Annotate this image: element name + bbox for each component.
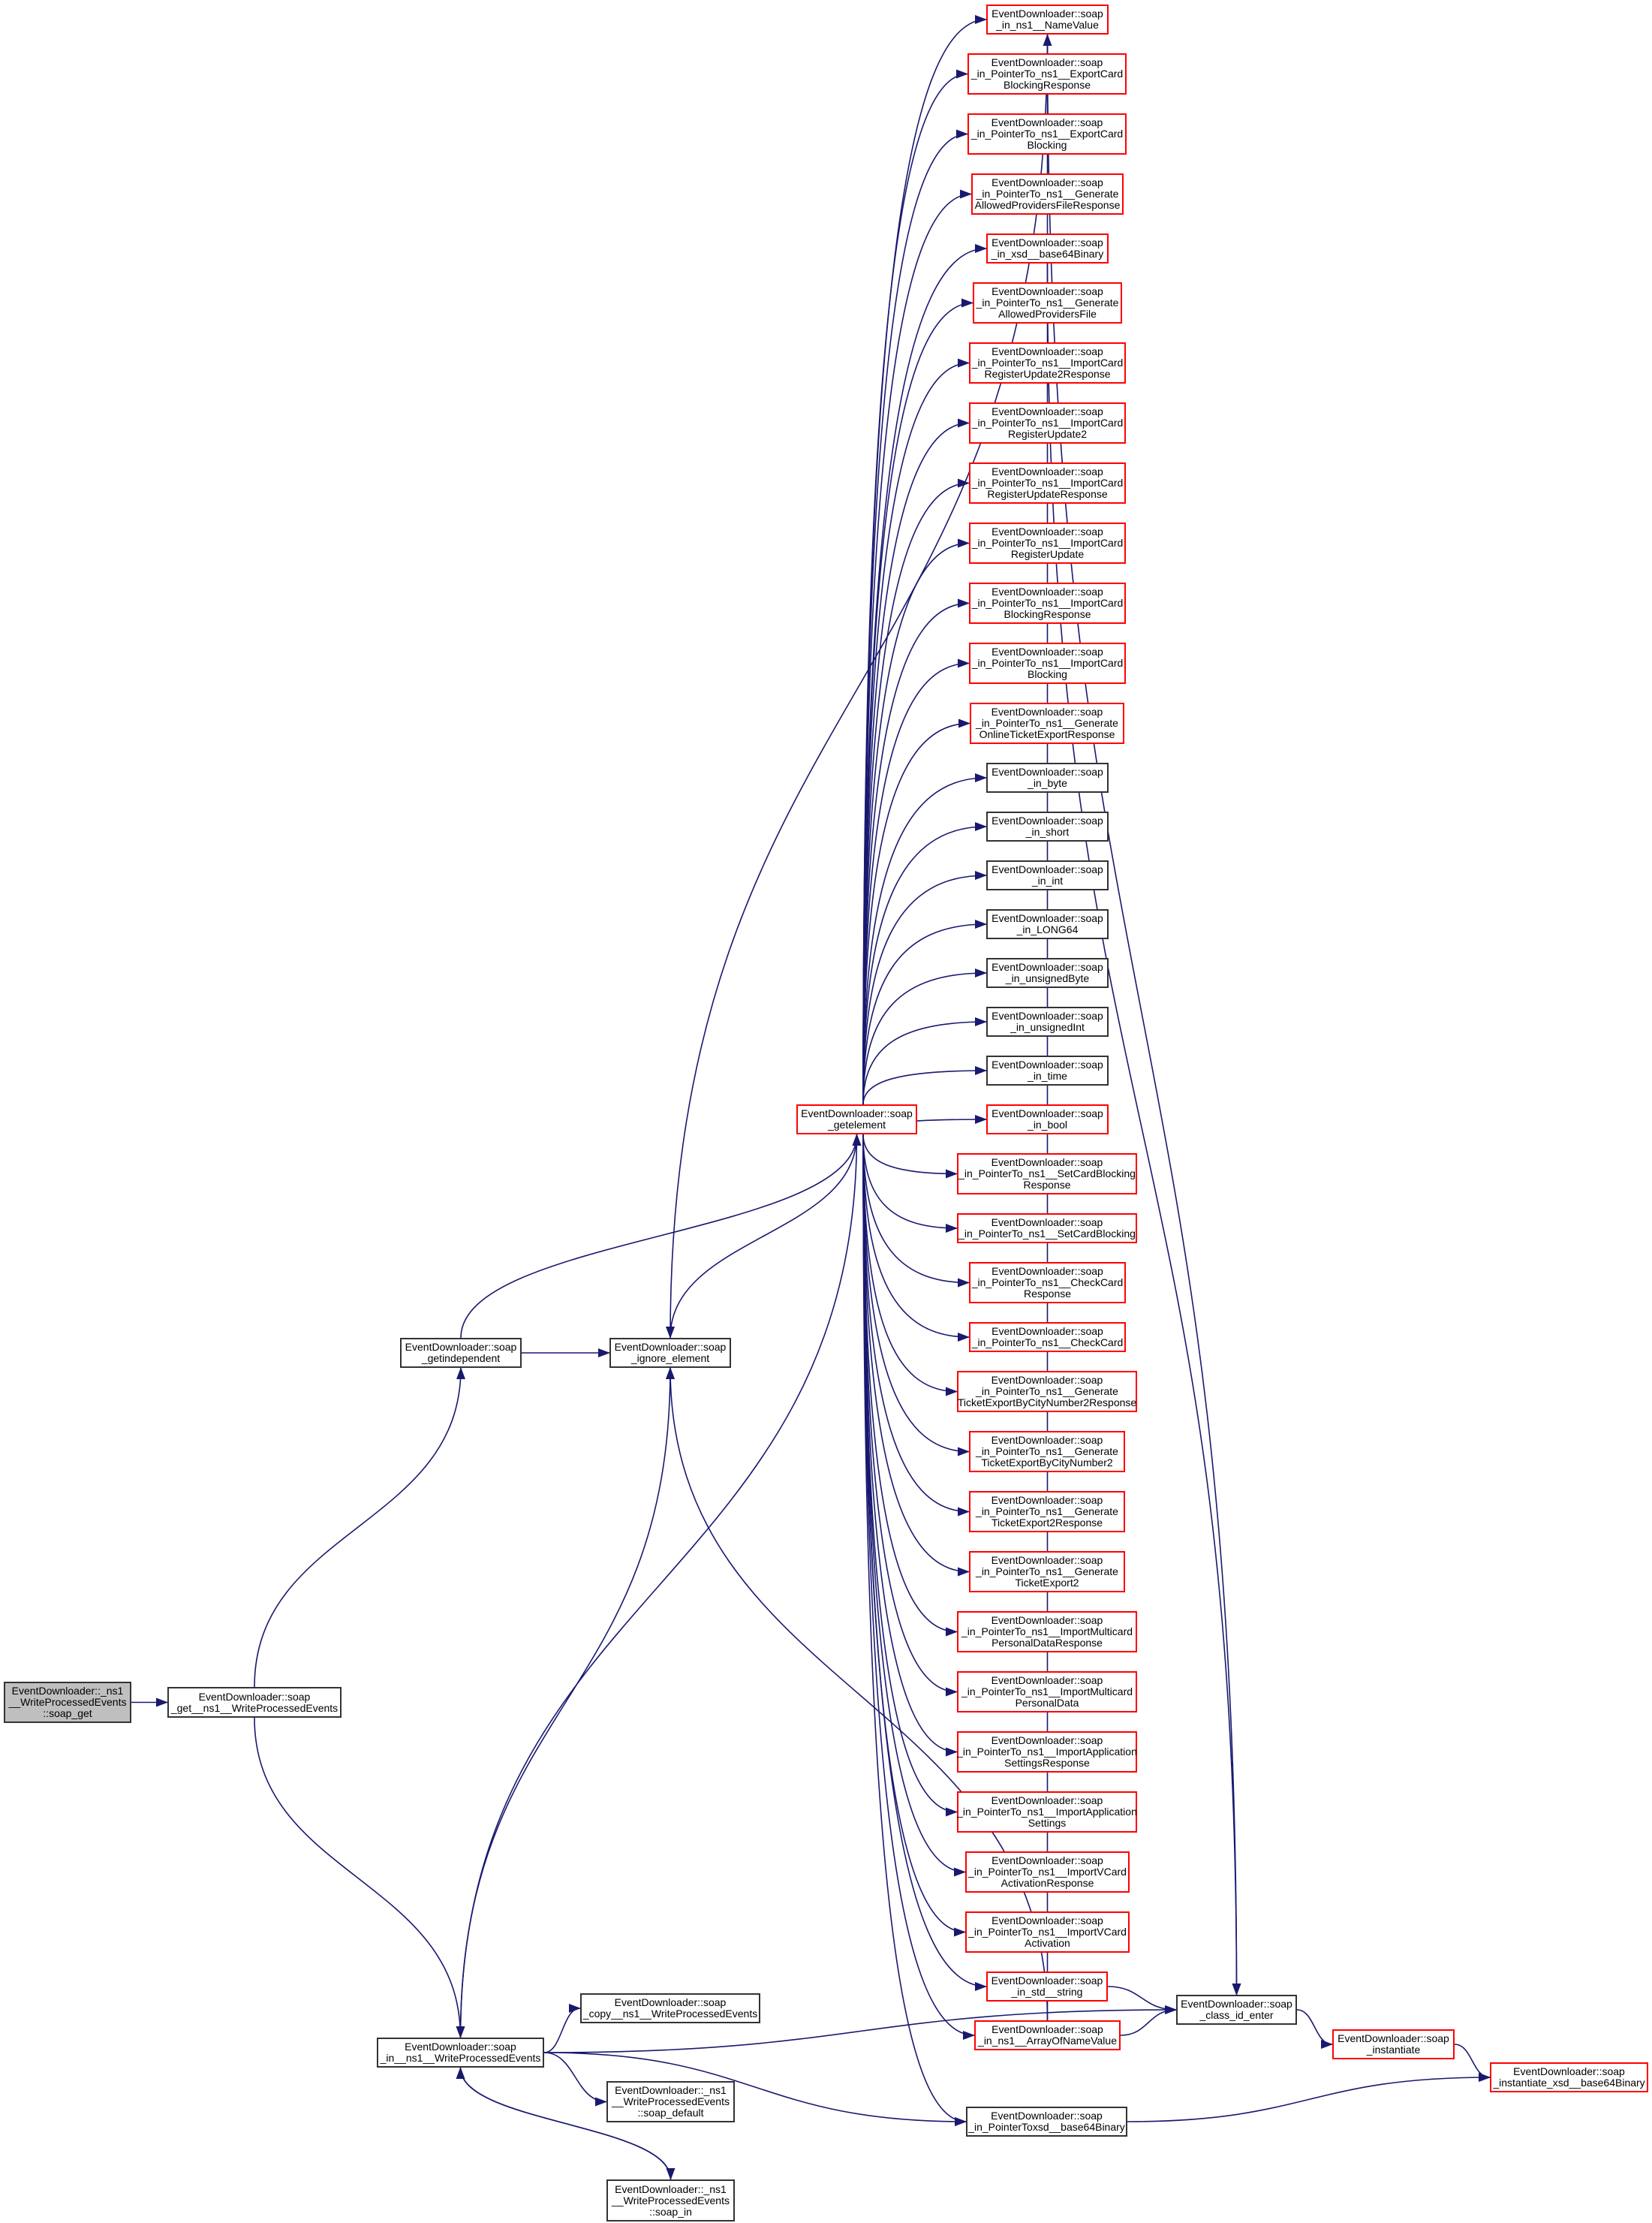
node-default[interactable]: EventDownloader::_ns1 __WriteProcessedEv… [606, 2081, 735, 2122]
node-r36[interactable]: EventDownloader::soap _in_ns1__ArrayOfNa… [974, 2020, 1121, 2050]
node-r1[interactable]: EventDownloader::soap _in_PointerTo_ns1_… [967, 53, 1127, 95]
node-r32[interactable]: EventDownloader::soap _in_PointerTo_ns1_… [957, 1791, 1137, 1833]
edge-getelement-to-r13 [862, 773, 987, 1105]
node-r15[interactable]: EventDownloader::soap _in_int [986, 860, 1109, 890]
node-r7[interactable]: EventDownloader::soap _in_PointerTo_ns1_… [969, 402, 1126, 444]
edge-getelement-to-r15 [862, 871, 987, 1105]
node-r20[interactable]: EventDownloader::soap _in_bool [986, 1104, 1109, 1134]
edge-getelement-to-r26 [862, 1134, 970, 1456]
node-getelement[interactable]: EventDownloader::soap _getelement [796, 1104, 917, 1134]
node-inwpe[interactable]: EventDownloader::soap _in__ns1__WritePro… [377, 2038, 544, 2068]
node-r17[interactable]: EventDownloader::soap _in_unsignedByte [986, 958, 1109, 988]
node-soapin[interactable]: EventDownloader::_ns1 __WriteProcessedEv… [606, 2179, 735, 2221]
node-r18[interactable]: EventDownloader::soap _in_unsignedInt [986, 1007, 1109, 1037]
edge-getelement-to-r34 [862, 1134, 966, 1937]
node-get[interactable]: EventDownloader::soap _get__ns1__WritePr… [167, 1687, 342, 1718]
node-r34[interactable]: EventDownloader::soap _in_PointerTo_ns1_… [965, 1911, 1130, 1953]
node-r23[interactable]: EventDownloader::soap _in_PointerTo_ns1_… [969, 1262, 1126, 1303]
node-r30[interactable]: EventDownloader::soap _in_PointerTo_ns1_… [957, 1671, 1137, 1712]
node-r28[interactable]: EventDownloader::soap _in_PointerTo_ns1_… [969, 1551, 1125, 1592]
edge-r36-to-classid [1120, 2005, 1177, 2036]
node-r33[interactable]: EventDownloader::soap _in_PointerTo_ns1_… [965, 1851, 1130, 1893]
edge-getelement-to-r10 [862, 598, 970, 1105]
node-r8[interactable]: EventDownloader::soap _in_PointerTo_ns1_… [969, 462, 1126, 504]
edge-get-to-getindep [254, 1367, 465, 1688]
node-instantiate[interactable]: EventDownloader::soap _instantiate [1332, 2029, 1455, 2059]
node-getindep[interactable]: EventDownloader::soap _getindependent [400, 1338, 522, 1368]
node-r21[interactable]: EventDownloader::soap _in_PointerTo_ns1_… [957, 1153, 1137, 1194]
node-r16[interactable]: EventDownloader::soap _in_LONG64 [986, 909, 1109, 939]
edge-getelement-to-r23 [862, 1134, 970, 1288]
edge-get-to-inwpe [254, 1717, 465, 2038]
edge-getelement-to-r33 [862, 1134, 966, 1877]
node-r25[interactable]: EventDownloader::soap _in_PointerTo_ns1_… [957, 1371, 1137, 1412]
edge-getelement-to-r18 [862, 1017, 987, 1105]
edge-getelement-to-r28 [862, 1134, 970, 1577]
edge-getelement-to-r7 [862, 418, 970, 1105]
edge-ptrb64-to-instb64 [1127, 2073, 1491, 2122]
edge-getelement-to-r22 [862, 1134, 958, 1233]
edge-getelement-to-ptrb64 [862, 1134, 967, 2126]
node-instb64[interactable]: EventDownloader::soap _instantiate_xsd__… [1490, 2062, 1648, 2092]
node-copy[interactable]: EventDownloader::soap _copy__ns1__WriteP… [580, 1993, 760, 2023]
edge-inwpe-to-copy [543, 2004, 581, 2053]
edge-getelement-to-r17 [862, 968, 987, 1105]
edge-getelement-to-r16 [862, 920, 987, 1105]
edge-r36-to-ignore [666, 1367, 1049, 2021]
edge-getelement-to-r14 [862, 822, 987, 1105]
node-r9[interactable]: EventDownloader::soap _in_PointerTo_ns1_… [969, 523, 1126, 564]
node-ptrb64[interactable]: EventDownloader::soap _in_PointerToxsd__… [966, 2107, 1127, 2137]
node-ignore[interactable]: EventDownloader::soap _ignore_element [609, 1338, 731, 1368]
node-r11[interactable]: EventDownloader::soap _in_PointerTo_ns1_… [969, 643, 1126, 684]
node-r14[interactable]: EventDownloader::soap _in_short [986, 812, 1109, 842]
edge-getelement-to-r9 [862, 538, 970, 1105]
node-r3[interactable]: EventDownloader::soap _in_PointerTo_ns1_… [971, 173, 1124, 215]
edge-getelement-to-r12 [862, 718, 970, 1105]
node-r26[interactable]: EventDownloader::soap _in_PointerTo_ns1_… [969, 1431, 1125, 1472]
edge-soapin-to-inwpe [456, 2067, 672, 2180]
node-r13[interactable]: EventDownloader::soap _in_byte [986, 763, 1109, 793]
edge-inwpe-to-classid [543, 2005, 1177, 2053]
node-r2[interactable]: EventDownloader::soap _in_PointerTo_ns1_… [967, 113, 1127, 155]
edge-r35-to-classid [1107, 1986, 1177, 2014]
edge-getelement-to-r21 [862, 1134, 958, 1179]
node-r12[interactable]: EventDownloader::soap _in_PointerTo_ns1_… [970, 703, 1124, 744]
node-r29[interactable]: EventDownloader::soap _in_PointerTo_ns1_… [957, 1611, 1137, 1652]
edge-inwpe-to-ignore [459, 1367, 675, 2038]
edge-classid-to-instantiate [1296, 2009, 1333, 2049]
node-r5[interactable]: EventDownloader::soap _in_PointerTo_ns1_… [973, 282, 1122, 324]
edge-getindep-to-getelement [460, 1134, 862, 1339]
edge-ignore-to-getelement [670, 1134, 862, 1339]
edge-r0-to-ignore [666, 34, 1049, 1339]
node-r19[interactable]: EventDownloader::soap _in_time [986, 1056, 1109, 1086]
edge-inwpe-to-default [543, 2052, 607, 2107]
edge-getelement-to-r29 [862, 1134, 958, 1637]
edge-getelement-to-r3 [862, 189, 972, 1105]
edge-getelement-to-r27 [862, 1134, 970, 1517]
edge-getelement-to-r11 [862, 658, 970, 1105]
node-r27[interactable]: EventDownloader::soap _in_PointerTo_ns1_… [969, 1491, 1125, 1532]
node-r10[interactable]: EventDownloader::soap _in_PointerTo_ns1_… [969, 583, 1126, 624]
node-root[interactable]: EventDownloader::_ns1 __WriteProcessedEv… [4, 1682, 131, 1723]
node-r0[interactable]: EventDownloader::soap _in_ns1__NameValue [986, 5, 1109, 35]
node-r24[interactable]: EventDownloader::soap _in_PointerTo_ns1_… [969, 1322, 1126, 1352]
node-r31[interactable]: EventDownloader::soap _in_PointerTo_ns1_… [957, 1731, 1137, 1773]
node-r22[interactable]: EventDownloader::soap _in_PointerTo_ns1_… [957, 1213, 1137, 1243]
edge-getelement-to-inwpe [456, 1134, 858, 2038]
edge-getelement-to-r19 [862, 1066, 987, 1105]
node-r4[interactable]: EventDownloader::soap _in_xsd__base64Bin… [986, 233, 1109, 264]
node-r35[interactable]: EventDownloader::soap _in_std__string [986, 1971, 1108, 2002]
edge-instantiate-to-instb64 [1454, 2044, 1491, 2082]
node-r6[interactable]: EventDownloader::soap _in_PointerTo_ns1_… [969, 342, 1126, 384]
node-classid[interactable]: EventDownloader::soap _class_id_enter [1176, 1995, 1297, 2025]
edge-inwpe-to-ptrb64 [543, 2052, 967, 2126]
edge-getelement-to-r24 [862, 1134, 970, 1342]
